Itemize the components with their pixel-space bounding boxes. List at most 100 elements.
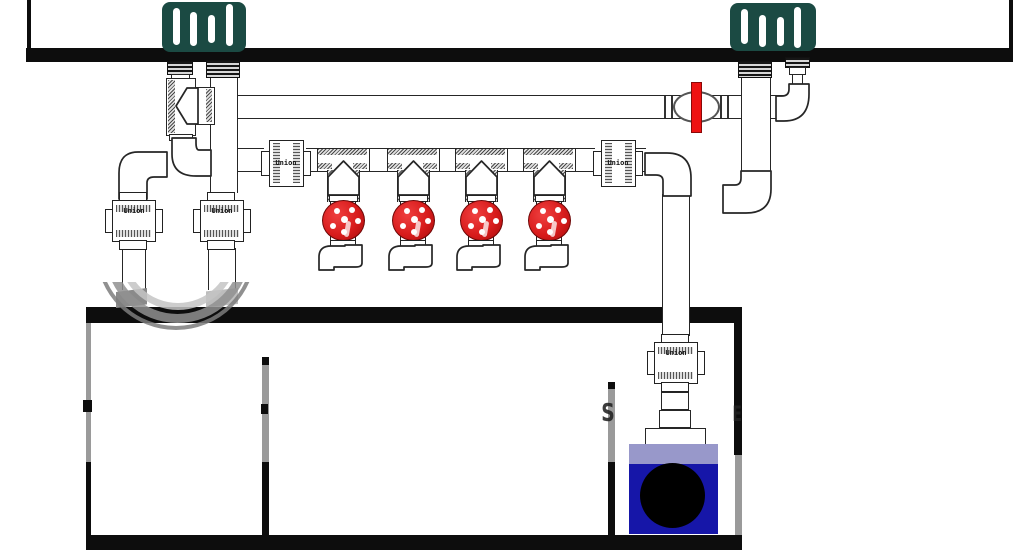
overflow-strainer-right bbox=[730, 3, 816, 51]
hose-adapter-main-drain bbox=[206, 60, 240, 78]
sump-baffle-2 bbox=[608, 389, 615, 462]
union-stub bbox=[207, 240, 235, 250]
highlight bbox=[343, 220, 352, 238]
manifold-branch-3 bbox=[455, 148, 508, 274]
hose-adapter-right-drain bbox=[738, 61, 772, 78]
strainer-slot-icon bbox=[173, 8, 180, 45]
thread-texture bbox=[388, 163, 402, 169]
sump-baffle-2-cap bbox=[608, 382, 615, 389]
thread-texture bbox=[318, 163, 332, 169]
strainer-slot-icon bbox=[190, 12, 197, 46]
pump-top-band bbox=[629, 444, 718, 464]
pump-outlet-joint bbox=[659, 410, 691, 428]
thread-texture bbox=[206, 89, 212, 122]
thread-texture bbox=[456, 163, 470, 169]
highlight bbox=[549, 220, 558, 238]
manifold-tee bbox=[317, 148, 370, 172]
union-label: Union bbox=[665, 349, 687, 357]
manifold-pipe-segment bbox=[440, 148, 456, 172]
sump-wall-right-lower bbox=[735, 455, 742, 535]
union-stub bbox=[661, 382, 689, 392]
branch-outlet-elbow bbox=[456, 244, 501, 271]
bulkhead-collar bbox=[789, 67, 806, 75]
gate-valve-handwheel-icon bbox=[460, 200, 503, 241]
pump-inlet-circle-icon bbox=[640, 463, 705, 528]
manifold-pipe-segment bbox=[508, 148, 524, 172]
thread-texture bbox=[168, 80, 175, 133]
union-nut bbox=[269, 140, 304, 187]
union-main-drain: Union bbox=[193, 192, 251, 250]
elbow-manifold-to-pump bbox=[644, 152, 692, 197]
pipe-coupling-tick bbox=[720, 96, 722, 118]
manifold-pipe-segment bbox=[574, 148, 595, 172]
manifold-pipe-segment bbox=[370, 148, 388, 172]
pump-flange bbox=[645, 428, 706, 445]
gate-valve-handwheel-icon bbox=[528, 200, 571, 241]
elbow-right-drain bbox=[722, 170, 772, 214]
union-thread-texture bbox=[605, 143, 612, 183]
sump-baffle-1-dot bbox=[261, 404, 268, 414]
branch-outlet-elbow bbox=[524, 244, 569, 271]
union-thread-texture bbox=[658, 372, 693, 379]
union-thread-texture bbox=[293, 143, 300, 183]
union-manifold-right: Union bbox=[593, 139, 643, 189]
ball-valve-handle bbox=[691, 82, 702, 133]
union-thread-texture bbox=[204, 205, 239, 212]
tank-bottom-panel bbox=[26, 48, 1013, 62]
union-nut bbox=[200, 200, 244, 242]
union-label: Union bbox=[607, 159, 629, 167]
union-left-drain: Union bbox=[105, 192, 163, 250]
branch-outlet-elbow bbox=[318, 244, 363, 271]
sump-baffle-1-cap bbox=[262, 357, 269, 365]
watermark-artifact: E bbox=[732, 402, 742, 426]
sump-wall-right bbox=[734, 323, 742, 455]
branch-outlet-elbow bbox=[388, 244, 433, 271]
pump-return-pipe bbox=[662, 194, 690, 336]
elbow-return-to-tank bbox=[775, 83, 810, 122]
thread-texture bbox=[456, 149, 505, 155]
watermark-artifact: S bbox=[601, 398, 615, 427]
union-thread-texture bbox=[116, 205, 151, 212]
strainer-slot-icon bbox=[759, 15, 766, 47]
manifold-branch-4 bbox=[523, 148, 576, 274]
overflow-strainer-left bbox=[162, 2, 246, 52]
thread-texture bbox=[559, 163, 573, 169]
manifold-pipe-segment bbox=[238, 148, 264, 172]
thread-texture bbox=[524, 163, 538, 169]
pipe-coupling-tick bbox=[664, 96, 666, 118]
union-thread-texture bbox=[625, 143, 632, 183]
sump-wall-left-mark bbox=[83, 400, 92, 412]
pump-outlet-pipe bbox=[661, 392, 689, 410]
tank-wall-left bbox=[27, 0, 31, 50]
union-nut bbox=[112, 200, 156, 242]
union-nut bbox=[654, 342, 698, 384]
sump-baffle-1-lower bbox=[262, 462, 269, 535]
strainer-slot-icon bbox=[226, 4, 233, 46]
elbow-left-drain-upper bbox=[171, 137, 212, 177]
gate-valve-handwheel-icon bbox=[322, 200, 365, 241]
pipe-coupling-tick bbox=[727, 96, 729, 118]
union-label: Union bbox=[123, 207, 145, 215]
thread-texture bbox=[423, 163, 437, 169]
union-label: Union bbox=[211, 207, 233, 215]
union-manifold-left: Union bbox=[261, 139, 311, 189]
pipe-coupling-tick bbox=[671, 96, 673, 118]
thread-texture bbox=[524, 149, 573, 155]
right-drain-pipe bbox=[741, 77, 771, 177]
main-drain-pipe-upper bbox=[210, 77, 238, 193]
union-thread-texture bbox=[273, 143, 280, 183]
highlight bbox=[413, 220, 422, 238]
sump-wall-left-lower bbox=[86, 462, 91, 535]
valve-pentagon-icon bbox=[533, 160, 566, 196]
valve-pentagon-icon bbox=[327, 160, 360, 196]
strainer-slot-icon bbox=[208, 15, 215, 43]
highlight bbox=[481, 220, 490, 238]
thread-texture bbox=[318, 149, 367, 155]
sump-top-rim bbox=[86, 307, 742, 323]
union-thread-texture bbox=[116, 230, 151, 237]
gate-valve-handwheel-icon bbox=[392, 200, 435, 241]
union-thread-texture bbox=[204, 230, 239, 237]
union-label: Union bbox=[275, 159, 297, 167]
union-nut bbox=[601, 140, 636, 187]
